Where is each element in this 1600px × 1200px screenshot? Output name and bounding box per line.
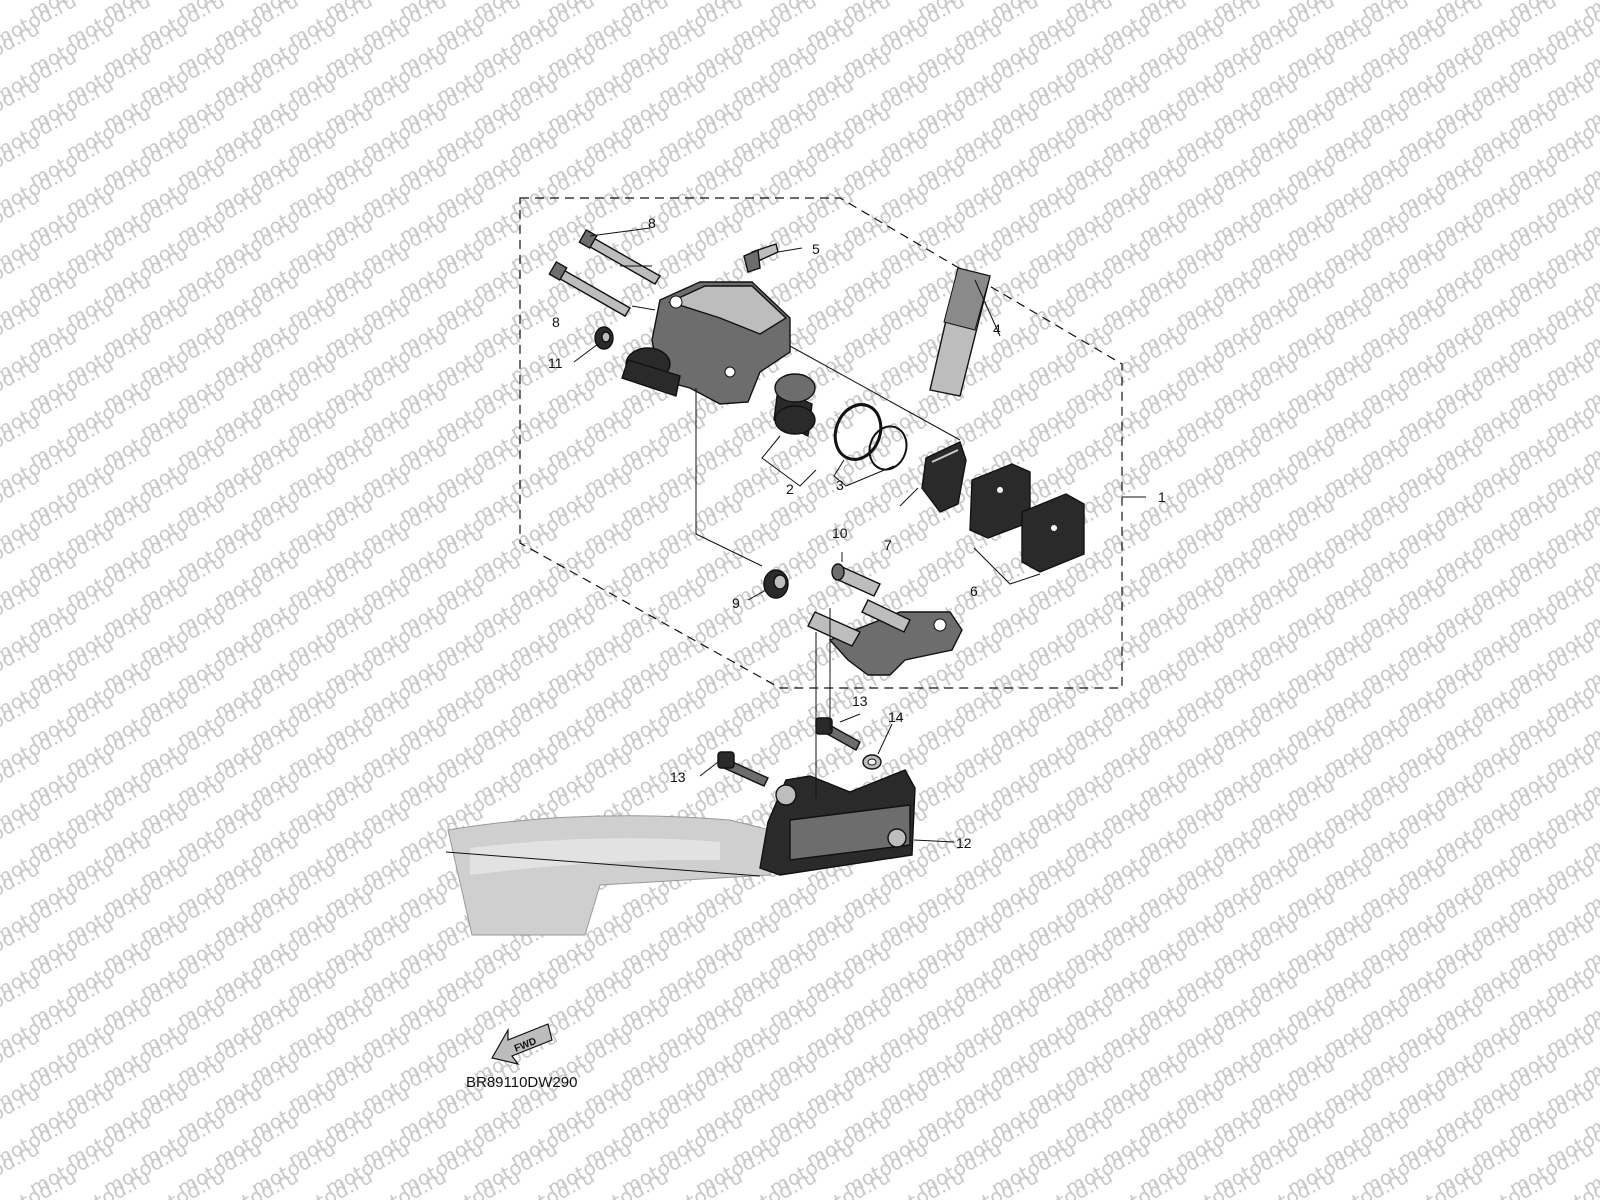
callout-13-upper: 13	[852, 693, 868, 709]
callout-6: 6	[970, 583, 978, 599]
callout-10: 10	[832, 525, 848, 541]
piston	[773, 373, 816, 438]
caliper-plug	[594, 326, 614, 350]
callout-4: 4	[993, 321, 1001, 337]
callout-2: 2	[786, 481, 794, 497]
pin-boot	[763, 569, 789, 599]
callout-8-lower: 8	[552, 314, 560, 330]
callout-14: 14	[888, 709, 904, 725]
callout-3: 3	[836, 477, 844, 493]
callout-8-upper: 8	[648, 215, 656, 231]
callout-11: 11	[548, 355, 563, 371]
callout-5: 5	[812, 241, 820, 257]
callout-9: 9	[732, 595, 740, 611]
diagram-code: BR89110DW290	[466, 1074, 577, 1091]
callout-13-lower: 13	[670, 769, 686, 785]
washer	[862, 754, 882, 770]
callout-7: 7	[884, 537, 892, 553]
callout-1: 1	[1158, 489, 1166, 505]
caliper-bracket	[759, 769, 916, 876]
callout-12: 12	[956, 835, 972, 851]
